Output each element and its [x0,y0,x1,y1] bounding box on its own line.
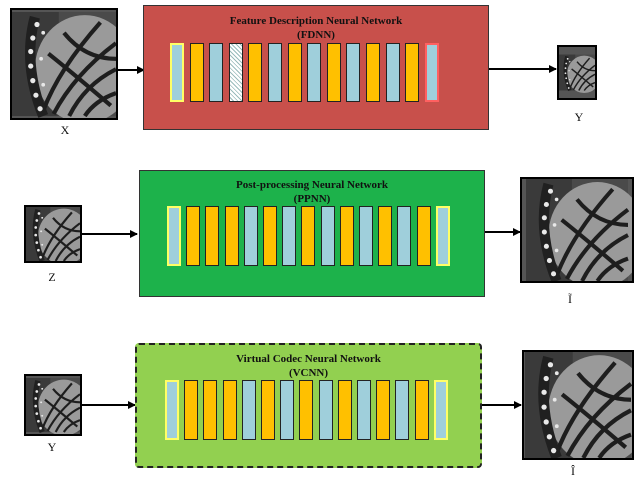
input-image-y [24,374,82,436]
conv-layer-orange [287,43,302,102]
butterfly-image [26,207,80,261]
output-layer [424,43,439,102]
conv-layer-blue [241,380,256,440]
ppnn-title: Post-processing Neural Network [236,179,388,191]
conv-layer-orange [416,206,431,266]
label-y-in: Y [47,440,57,454]
label-i-hat: Î [571,464,575,478]
conv-layer-orange [186,206,201,266]
conv-layer-blue [307,43,322,102]
conv-layer-blue [209,43,224,102]
input-image-z [24,205,82,263]
vcnn-block: Virtual Codec Neural Network (VCNN) [135,343,482,468]
conv-layer-orange [263,206,277,266]
conv-layer-blue [397,206,412,266]
arrow-z-to-ppnn [82,230,138,238]
conv-layer-blue [346,43,361,102]
conv-layer-blue [385,43,400,102]
conv-layer-orange [339,206,354,266]
conv-layer-orange [378,206,393,266]
arrow-ppnn-to-output [485,228,521,236]
conv-layer-blue [320,206,335,266]
input-image-x [10,8,118,120]
vcnn-title: Virtual Codec Neural Network [236,353,381,365]
conv-layer-orange [299,380,314,440]
io-layer [170,43,184,102]
conv-layer-orange [224,206,239,266]
label-y-out: Y [574,110,584,124]
output-image-i-hat [522,350,634,460]
arrow-fdnn-to-y [489,65,557,73]
conv-layer-orange [184,380,199,440]
conv-layer-orange [414,380,429,440]
conv-layer-orange [337,380,352,440]
ppnn-block: Post-processing Neural Network (PPNN) [139,170,485,297]
butterfly-image [26,376,80,434]
conv-layer-orange [326,43,341,102]
conv-layer-orange [405,43,420,102]
io-layer [165,380,179,440]
arrow-y-to-vcnn [82,401,136,409]
label-i-tilde: Ĩ [568,292,572,306]
output-image-i-tilde [520,177,634,283]
fdnn-block: Feature Description Neural Network (FDNN… [143,5,489,130]
hatched-layer [228,43,243,102]
conv-layer-blue [357,380,371,440]
conv-layer-blue [318,380,333,440]
conv-layer-orange [222,380,237,440]
io-layer [435,206,450,266]
ppnn-abbr: (PPNN) [293,193,331,205]
conv-layer-blue [280,380,295,440]
conv-layer-orange [376,380,391,440]
conv-layer-orange [205,206,220,266]
arrow-x-to-fdnn [118,66,145,74]
conv-layer-orange [261,380,275,440]
conv-layer-orange [366,43,380,102]
butterfly-image [559,47,595,98]
butterfly-image [524,352,632,458]
fdnn-abbr: (FDNN) [297,29,335,41]
conv-layer-orange [189,43,204,102]
conv-layer-blue [395,380,410,440]
vcnn-abbr: (VCNN) [288,367,329,379]
conv-layer-orange [248,43,263,102]
conv-layer-blue [282,206,297,266]
butterfly-image [12,10,116,118]
io-layer [433,380,448,440]
label-x: X [60,123,70,137]
output-image-y [557,45,597,100]
conv-layer-orange [301,206,316,266]
butterfly-image [522,179,632,281]
arrow-vcnn-to-output [482,401,522,409]
conv-layer-blue [268,43,282,102]
conv-layer-blue [243,206,258,266]
fdnn-title: Feature Description Neural Network [229,15,403,27]
io-layer [167,206,181,266]
label-z: Z [48,270,56,284]
conv-layer-blue [359,206,373,266]
conv-layer-orange [203,380,218,440]
